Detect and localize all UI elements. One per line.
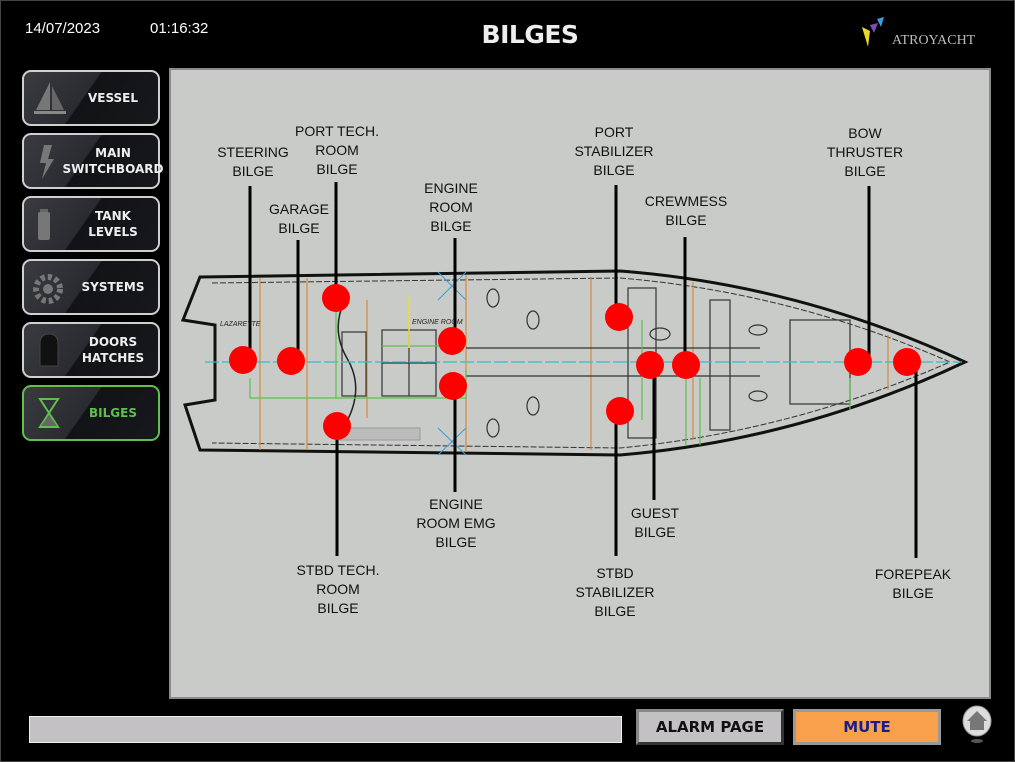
bilge-indicator-stbd-tech-room[interactable]	[323, 412, 351, 440]
bilge-indicator-engine-room[interactable]	[438, 327, 466, 355]
bilge-label-steering: STEERING BILGE	[217, 144, 289, 179]
home-icon[interactable]	[961, 705, 993, 745]
bilge-diagram-panel	[169, 68, 991, 699]
bilge-indicator-engine-room-emg[interactable]	[439, 372, 467, 400]
bilge-indicator-stbd-stabilizer[interactable]	[606, 397, 634, 425]
zone-engine-room: ENGINE ROOM	[412, 319, 463, 326]
nav-doors-hatches[interactable]: DOORS HATCHES	[22, 322, 160, 378]
nav-bilges[interactable]: BILGES	[22, 385, 160, 441]
nav-label: TANK LEVELS	[88, 209, 138, 239]
bilge-indicator-crewmess[interactable]	[672, 351, 700, 379]
bilge-label-forepeak: FOREPEAK BILGE	[874, 566, 952, 601]
bilge-indicator-bow-thruster[interactable]	[844, 348, 872, 376]
bilge-indicator-forepeak[interactable]	[893, 348, 921, 376]
gear-icon	[33, 274, 63, 304]
bilge-indicator-steering[interactable]	[229, 346, 257, 374]
bilge-indicator-garage[interactable]	[277, 347, 305, 375]
nav-label: VESSEL	[87, 91, 139, 105]
date: 14/07/2023	[25, 20, 101, 37]
sailboat-icon	[34, 82, 66, 114]
bilge-label-stbd-tech-room: STBD TECH. ROOM BILGE	[296, 562, 380, 616]
bilge-label-engine-room: ENGINE ROOM BILGE	[424, 180, 478, 234]
hourglass-icon	[38, 398, 60, 428]
tank-icon	[38, 209, 50, 240]
nav-vessel[interactable]: VESSEL	[22, 70, 160, 126]
bilge-label-stbd-stabilizer: STBD STABILIZER BILGE	[575, 565, 655, 619]
mute-button[interactable]: MUTE	[793, 709, 941, 745]
time: 01:16:32	[150, 20, 209, 37]
bilge-label-garage: GARAGE BILGE	[269, 201, 329, 236]
nav-label: BILGES	[89, 406, 137, 420]
bilge-indicator-port-stabilizer[interactable]	[605, 303, 633, 331]
alarm-page-button[interactable]: ALARM PAGE	[636, 709, 784, 745]
door-icon	[39, 333, 59, 367]
bilge-label-port-stabilizer: PORT STABILIZER BILGE	[574, 124, 654, 178]
bilge-label-crewmess: CREWMESS BILGE	[644, 193, 728, 228]
logo-text: ATROYACHT	[892, 33, 976, 48]
page-title: BILGES	[481, 20, 579, 49]
logo: ATROYACHT	[860, 17, 990, 51]
bilge-indicator-guest[interactable]	[636, 351, 664, 379]
hull-outline	[180, 269, 969, 457]
lightning-icon	[40, 145, 54, 179]
bilge-label-port-tech-room: PORT TECH. ROOM BILGE	[294, 123, 380, 177]
nav-label: DOORS HATCHES	[81, 335, 145, 365]
bilge-indicator-port-tech-room[interactable]	[322, 284, 350, 312]
logo-mark-icon	[862, 17, 884, 47]
leader-lines	[248, 182, 918, 558]
bilge-label-bow-thruster: BOW THRUSTER BILGE	[826, 125, 904, 179]
nav-main-switchboard[interactable]: MAIN SWITCHBOARD	[22, 133, 164, 189]
nav-label: MAIN SWITCHBOARD	[62, 146, 164, 176]
bilge-label-guest: GUEST BILGE	[630, 505, 680, 540]
nav-tank-levels[interactable]: TANK LEVELS	[22, 196, 160, 252]
nav-label: SYSTEMS	[81, 280, 145, 294]
bilge-label-engine-room-emg: ENGINE ROOM EMG BILGE	[416, 496, 496, 550]
zone-lazarette: LAZARETTE	[220, 321, 261, 328]
nav-systems[interactable]: SYSTEMS	[22, 259, 160, 315]
alarm-status-bar	[29, 716, 622, 743]
